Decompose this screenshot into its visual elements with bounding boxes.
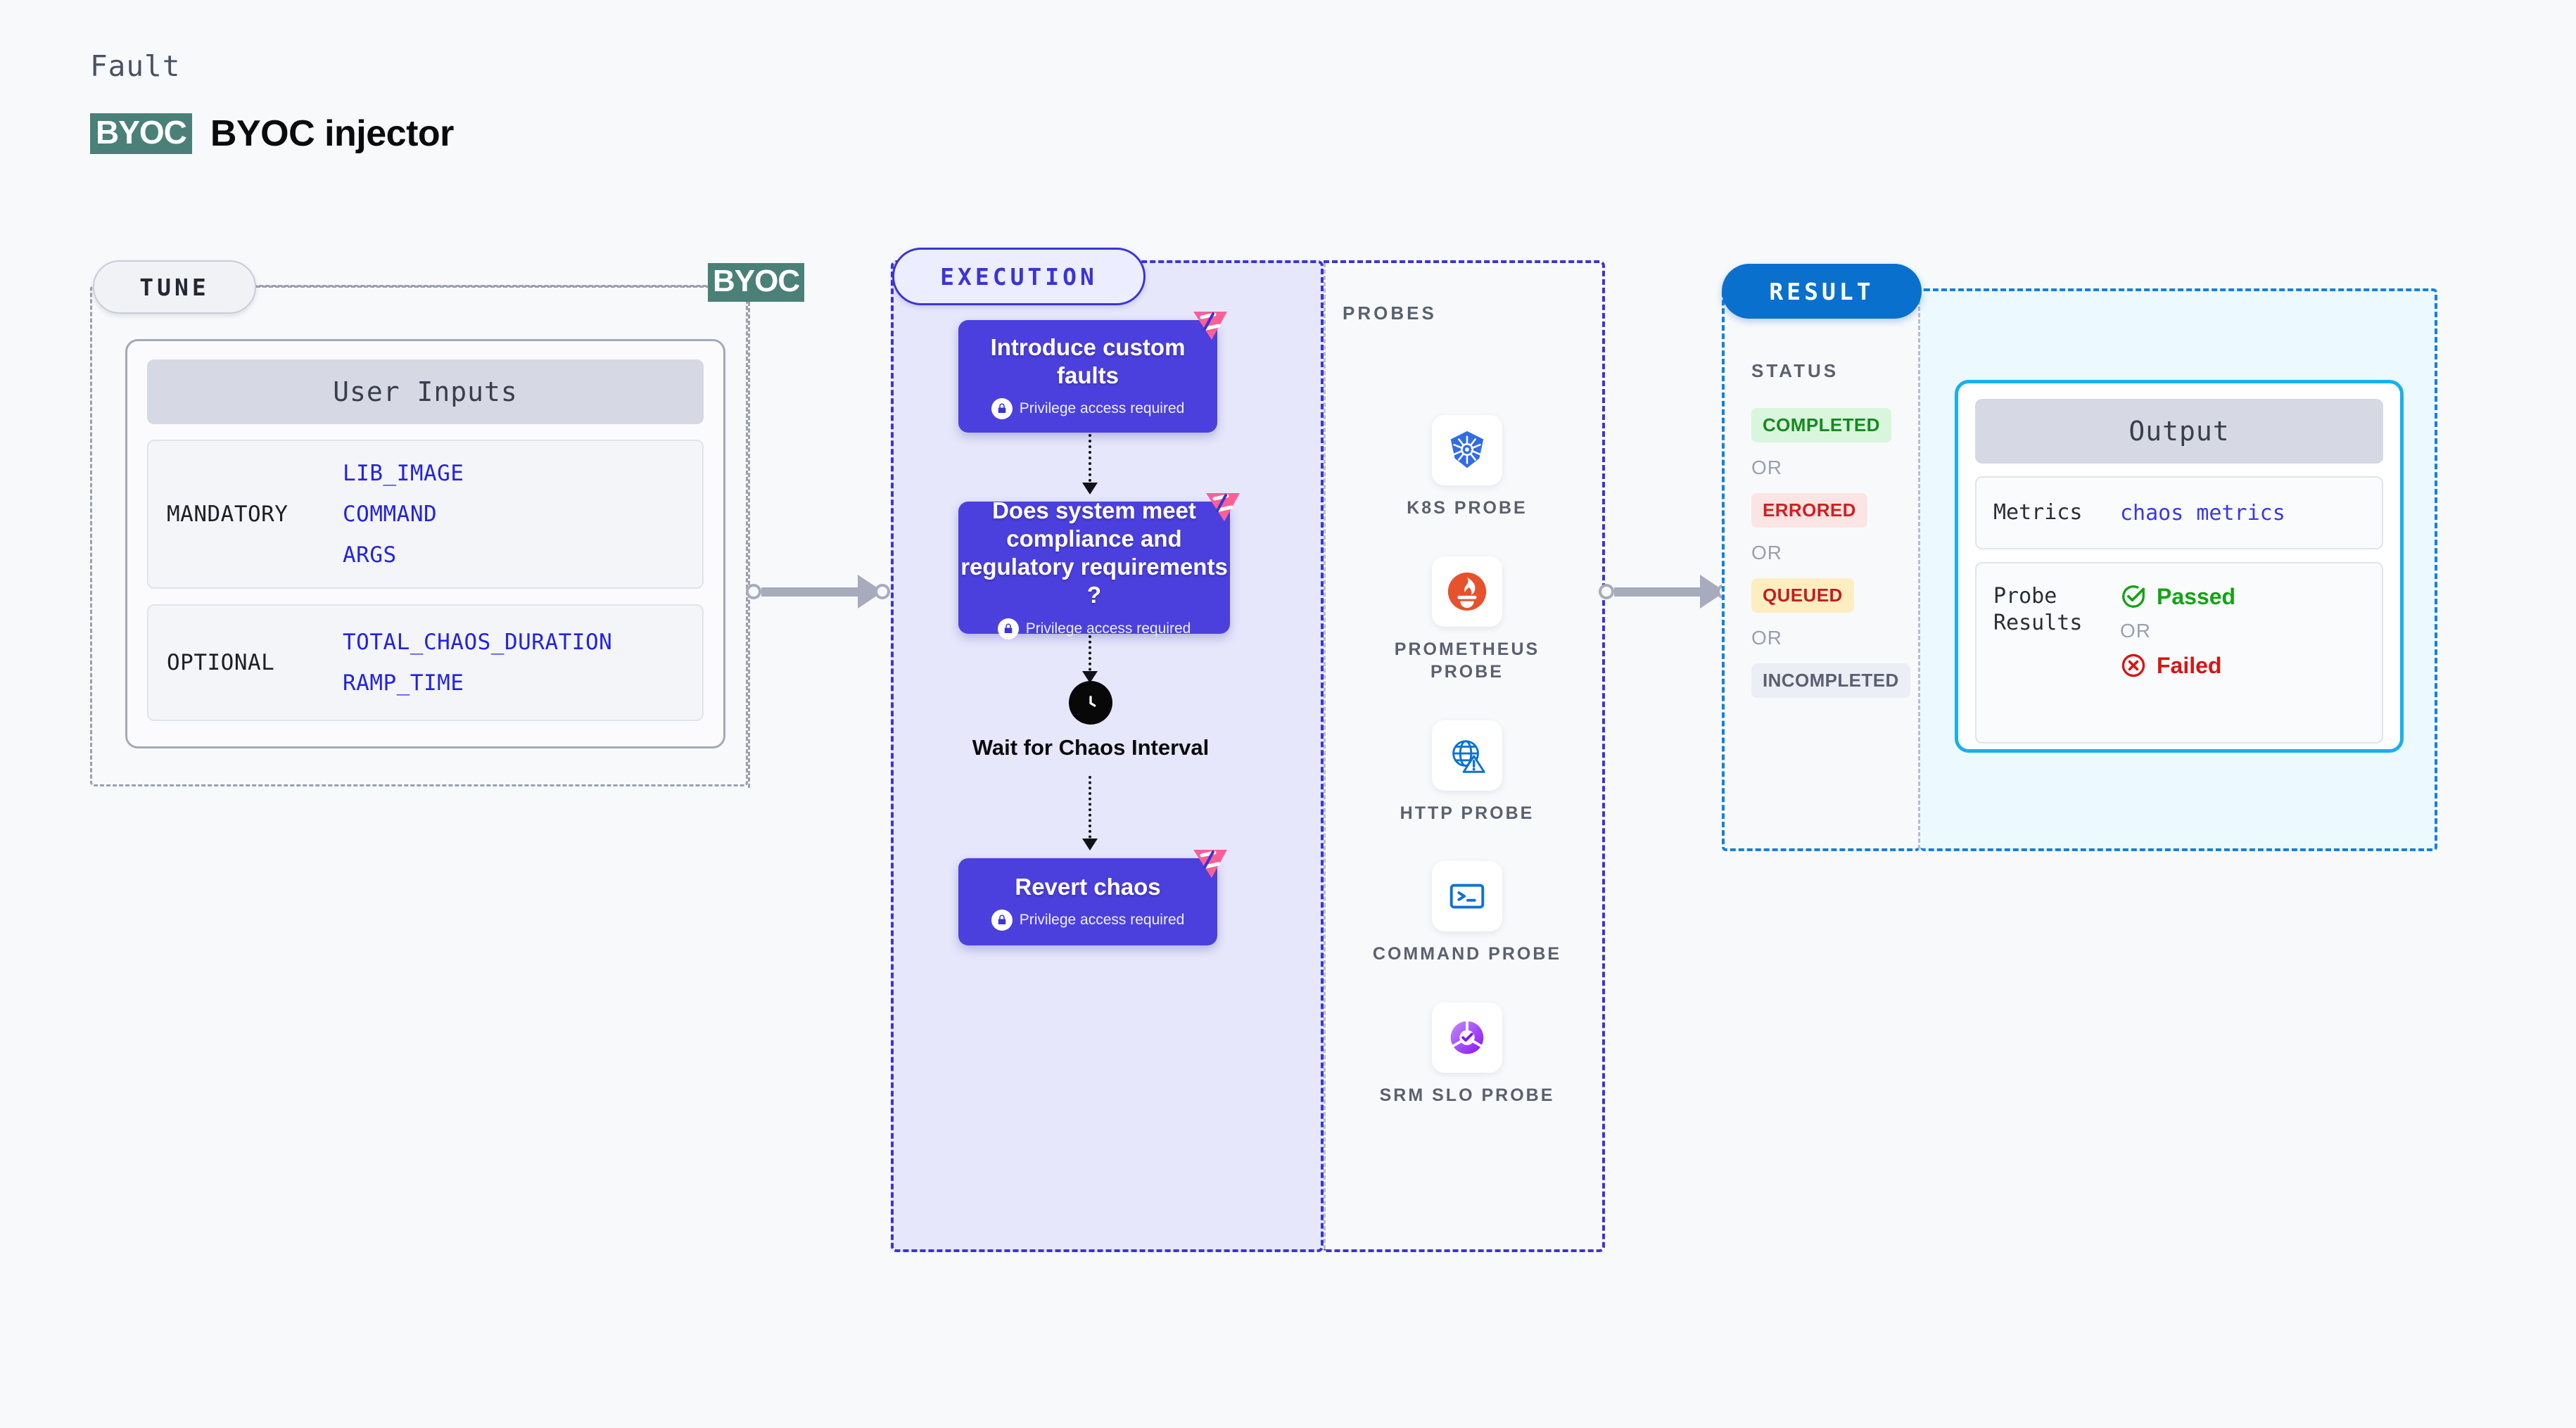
harness-pink-badge-icon [1193, 850, 1227, 878]
probe-item-srm-slo[interactable]: SRM SLO PROBE [1380, 1002, 1555, 1107]
output-title: Output [1975, 399, 2383, 464]
tune-right-divider [748, 295, 750, 788]
probe-label: COMMAND PROBE [1372, 944, 1562, 964]
prometheus-icon [1432, 556, 1502, 627]
tune-top-divider [256, 286, 710, 288]
param-command[interactable]: COMMAND [343, 502, 438, 527]
optional-label: OPTIONAL [167, 650, 275, 675]
connector-tune-to-execution [746, 575, 890, 608]
param-args[interactable]: ARGS [343, 542, 397, 568]
probe-label: HTTP PROBE [1400, 803, 1535, 823]
http-globe-warning-icon [1431, 720, 1502, 791]
flow-node-title: Revert chaos [1015, 873, 1161, 900]
x-circle-icon [2121, 654, 2145, 677]
status-badge-completed: COMPLETED [1751, 408, 1891, 442]
user-inputs-title: User Inputs [147, 359, 704, 424]
privilege-notice: Privilege access required [991, 398, 1185, 420]
result-status-boundary [1722, 288, 1920, 851]
probe-results-key: Probe Results [1993, 584, 2083, 635]
privilege-notice: Privilege access required [991, 910, 1185, 931]
flow-node-title: Introduce custom faults [990, 333, 1186, 388]
status-badge-queued: QUEUED [1751, 578, 1854, 613]
privilege-notice: Privilege access required [997, 618, 1191, 639]
connector-end-dot [875, 584, 890, 599]
optional-values: TOTAL_CHAOS_DURATION RAMP_TIME [343, 630, 612, 696]
privilege-label: Privilege access required [1025, 620, 1191, 637]
byoc-badge: BYOC [90, 113, 192, 154]
status-section-title: STATUS [1751, 360, 1839, 381]
or-separator: OR [1751, 457, 1782, 478]
or-separator: OR [2120, 620, 2151, 642]
flow-arrow-3 [1082, 776, 1098, 850]
clock-icon [1069, 681, 1112, 725]
page-eyebrow: Fault [90, 49, 181, 83]
execution-probes-divider [1324, 263, 1326, 1249]
failed-label: Failed [2157, 652, 2222, 678]
srm-slo-icon [1432, 1002, 1502, 1073]
flow-arrow-1 [1082, 434, 1098, 495]
status-badge-list: COMPLETED OR ERRORED OR QUEUED OR INCOMP… [1751, 408, 1913, 698]
mandatory-params-block: MANDATORY LIB_IMAGE COMMAND ARGS [147, 440, 704, 589]
harness-pink-badge-icon [1193, 312, 1227, 340]
probe-label: K8S PROBE [1407, 498, 1528, 518]
kubernetes-icon [1431, 415, 1502, 485]
terminal-icon [1431, 861, 1502, 931]
connector-line [761, 587, 859, 597]
page-title: BYOC injector [210, 113, 455, 154]
flow-node-compliance-check[interactable]: Does system meet compliance and regulato… [958, 493, 1240, 639]
output-card: Output Metrics chaos metrics Probe Resul… [1955, 380, 2404, 753]
or-separator: OR [1751, 542, 1782, 563]
probe-results-values: Passed OR Failed [2120, 583, 2235, 679]
optional-params-block: OPTIONAL TOTAL_CHAOS_DURATION RAMP_TIME [147, 604, 704, 721]
probes-section-title: PROBES [1343, 302, 1437, 324]
probe-item-command[interactable]: COMMAND PROBE [1373, 861, 1561, 966]
output-probe-results-row: Probe Results Passed OR Failed [1975, 562, 2383, 744]
privilege-label: Privilege access required [1019, 912, 1185, 929]
stage-label-tune[interactable]: TUNE [93, 260, 256, 314]
privilege-label: Privilege access required [1019, 400, 1185, 417]
status-badge-errored: ERRORED [1751, 493, 1867, 528]
check-circle-icon [2122, 585, 2145, 608]
probe-label: SRM SLO PROBE [1379, 1085, 1555, 1105]
probe-item-http[interactable]: HTTP PROBE [1400, 720, 1535, 825]
mandatory-label: MANDATORY [167, 502, 288, 527]
connector-line [1614, 587, 1701, 597]
probe-result-failed: Failed [2120, 652, 2235, 679]
probe-item-k8s[interactable]: K8S PROBE [1407, 415, 1527, 520]
flow-node-wait-for-chaos-interval[interactable]: Wait for Chaos Interval [972, 681, 1209, 760]
stage-label-execution[interactable]: EXECUTION [892, 248, 1146, 305]
byoc-tag-icon: BYOC [708, 263, 805, 302]
page-title-row: BYOC BYOC injector [90, 113, 454, 155]
param-total-chaos-duration[interactable]: TOTAL_CHAOS_DURATION [343, 630, 613, 655]
passed-label: Passed [2157, 583, 2236, 609]
metrics-key: Metrics [1993, 500, 2083, 525]
connector-execution-to-result [1599, 575, 1732, 608]
user-inputs-card: User Inputs MANDATORY LIB_IMAGE COMMAND … [125, 339, 725, 748]
param-ramp-time[interactable]: RAMP_TIME [343, 670, 464, 696]
status-badge-incompleted: INCOMPLETED [1751, 663, 1910, 698]
stage-label-result[interactable]: RESULT [1722, 264, 1922, 319]
metrics-value[interactable]: chaos metrics [2120, 500, 2285, 525]
probe-result-passed: Passed [2120, 583, 2235, 610]
connector-start-dot [1599, 584, 1614, 599]
probes-list: K8S PROBE PROMETHEUS PROBE [1365, 415, 1569, 1107]
flow-node-revert-chaos[interactable]: Revert chaos Privilege access required [958, 850, 1227, 945]
mandatory-values: LIB_IMAGE COMMAND ARGS [343, 461, 464, 568]
probe-item-prometheus[interactable]: PROMETHEUS PROBE [1365, 556, 1569, 684]
harness-pink-badge-icon [1206, 493, 1240, 521]
lock-icon [991, 910, 1013, 931]
lock-icon [997, 618, 1019, 639]
flow-node-introduce-custom-faults[interactable]: Introduce custom faults Privilege access… [958, 312, 1227, 433]
flow-node-title: Does system meet compliance and regulato… [960, 497, 1228, 608]
lock-icon [991, 398, 1013, 420]
connector-start-dot [746, 584, 761, 599]
param-lib-image[interactable]: LIB_IMAGE [343, 461, 464, 486]
or-separator: OR [1751, 627, 1782, 649]
output-metrics-row: Metrics chaos metrics [1975, 476, 2383, 549]
probe-label: PROMETHEUS PROBE [1394, 639, 1540, 682]
flow-arrow-2 [1082, 635, 1098, 683]
wait-node-label: Wait for Chaos Interval [972, 735, 1210, 760]
